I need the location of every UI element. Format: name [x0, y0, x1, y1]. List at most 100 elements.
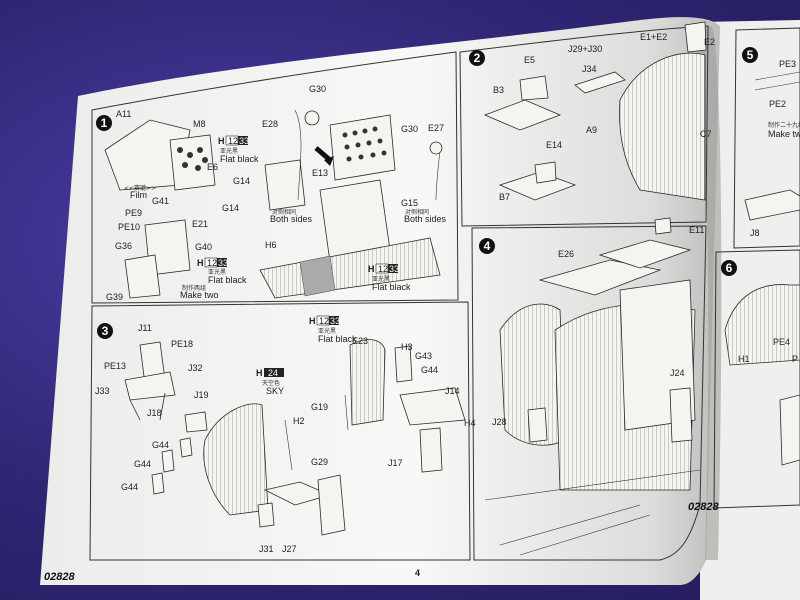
svg-text:33: 33 [218, 258, 228, 268]
svg-text:亚光黑: 亚光黑 [220, 147, 238, 155]
svg-text:E2: E2 [704, 37, 715, 47]
svg-text:J18: J18 [147, 408, 162, 418]
svg-text:B3: B3 [493, 85, 504, 95]
svg-text:33: 33 [330, 316, 340, 326]
svg-text:J33: J33 [95, 386, 110, 396]
step3-paint-callout-1: H 12 33 亚光黑 Flat black [309, 315, 357, 344]
svg-text:G43: G43 [415, 351, 432, 361]
svg-text:G44: G44 [121, 482, 138, 492]
step3-paint-callout-2: H 24 天空色 SKY [256, 368, 284, 396]
step3-panel [89, 301, 471, 561]
svg-text:12: 12 [319, 316, 329, 326]
svg-text:E26: E26 [558, 249, 574, 259]
svg-text:Flat black: Flat black [318, 334, 357, 344]
svg-text:4: 4 [484, 239, 491, 253]
svg-text:J24: J24 [670, 368, 685, 378]
step1-paint-callout-3: H 12 33 亚光黑 Flat black [368, 263, 411, 292]
svg-text:PE10: PE10 [118, 222, 140, 232]
step1-panel [91, 51, 459, 304]
step5-badge: 5 [742, 47, 758, 63]
step6-panel [713, 249, 800, 509]
svg-text:33: 33 [389, 264, 399, 274]
svg-text:E5: E5 [524, 55, 535, 65]
svg-text:PE13: PE13 [104, 361, 126, 371]
svg-text:J34: J34 [582, 64, 597, 74]
step2-artwork [483, 21, 707, 201]
svg-text:J32: J32 [188, 363, 203, 373]
svg-text:C7: C7 [700, 129, 712, 139]
page-fold-shadow [690, 26, 722, 560]
svg-text:G44: G44 [134, 459, 151, 469]
svg-text:E23: E23 [352, 336, 368, 346]
svg-text:对侧相同: 对侧相同 [405, 208, 429, 216]
step3-labels: J11 PE18 PE13 J32 J33 J18 J19 G44 G44 G4… [95, 323, 476, 554]
svg-text:2: 2 [474, 51, 481, 65]
svg-text:亚光黑: 亚光黑 [208, 268, 226, 276]
svg-text:H: H [218, 136, 225, 146]
svg-text:Both sides: Both sides [404, 214, 447, 224]
svg-text:E27: E27 [428, 123, 444, 133]
step3-badge: 3 [97, 323, 113, 339]
svg-text:G44: G44 [152, 440, 169, 450]
svg-text:6: 6 [726, 261, 733, 275]
svg-text:12: 12 [207, 258, 217, 268]
svg-text:H3: H3 [401, 342, 413, 352]
step6-badge: 6 [721, 260, 737, 276]
svg-text:5: 5 [747, 48, 754, 62]
svg-text:PE18: PE18 [171, 339, 193, 349]
step6-labels: H1 PE4 P [738, 337, 798, 364]
step2-labels: E5 J29+J30 E1+E2 E2 B3 J34 A9 E14 B7 C7 [493, 32, 715, 202]
svg-text:G39: G39 [106, 292, 123, 302]
step1-paint-callout-1: H 12 33 亚光黑 Flat black [218, 135, 259, 164]
svg-text:G19: G19 [311, 402, 328, 412]
svg-text:PE3: PE3 [779, 59, 796, 69]
step1-labels: A11 M8 G41 E6 G14 G14 E21 PE9 PE10 G36 G… [106, 84, 444, 302]
svg-text:E11: E11 [689, 225, 704, 235]
svg-text:E14: E14 [546, 140, 562, 150]
svg-text:Flat black: Flat black [372, 282, 411, 292]
svg-text:G15: G15 [401, 198, 418, 208]
step1-film-note: <<赛璐>> Film [124, 184, 156, 200]
svg-text:E1+E2: E1+E2 [640, 32, 667, 42]
svg-text:3: 3 [102, 324, 109, 338]
svg-text:A9: A9 [586, 125, 597, 135]
svg-text:1: 1 [101, 116, 108, 130]
step1-artwork [104, 109, 443, 299]
page-code-left: 02828 [44, 571, 75, 583]
svg-text:12: 12 [228, 136, 238, 146]
svg-text:M8: M8 [193, 119, 206, 129]
step4-labels: E26 E11 J28 J24 [492, 225, 704, 427]
svg-text:H: H [309, 316, 316, 326]
svg-text:G14: G14 [222, 203, 239, 213]
svg-text:H: H [256, 368, 263, 378]
svg-text:Film: Film [130, 190, 147, 200]
page-code-right: 02828 [688, 501, 719, 513]
svg-text:24: 24 [268, 368, 278, 378]
svg-text:G30: G30 [401, 124, 418, 134]
svg-text:对侧相同: 对侧相同 [272, 208, 296, 216]
page-number: 4 [415, 568, 420, 578]
svg-text:Make two: Make two [180, 290, 219, 300]
svg-text:H4: H4 [464, 418, 476, 428]
step5-labels: PE3 PE2 J8 制作二十九组 Make twe [750, 59, 800, 238]
svg-text:H6: H6 [265, 240, 277, 250]
svg-text:J17: J17 [388, 458, 403, 468]
svg-text:H2: H2 [293, 416, 305, 426]
step1-badge: 1 [96, 115, 112, 131]
svg-text:J31: J31 [259, 544, 274, 554]
svg-text:G29: G29 [311, 457, 328, 467]
svg-text:G41: G41 [152, 196, 169, 206]
svg-text:H1: H1 [738, 354, 750, 364]
svg-text:33: 33 [239, 136, 249, 146]
step4-artwork [484, 217, 701, 556]
svg-text:PE4: PE4 [773, 337, 790, 347]
svg-text:J8: J8 [750, 228, 760, 238]
svg-text:H: H [197, 258, 204, 268]
svg-text:天空色: 天空色 [262, 379, 280, 387]
svg-text:G40: G40 [195, 242, 212, 252]
svg-text:H: H [368, 264, 375, 274]
svg-text:J14: J14 [445, 386, 460, 396]
svg-text:Flat black: Flat black [220, 154, 259, 164]
svg-text:Flat black: Flat black [208, 275, 247, 285]
